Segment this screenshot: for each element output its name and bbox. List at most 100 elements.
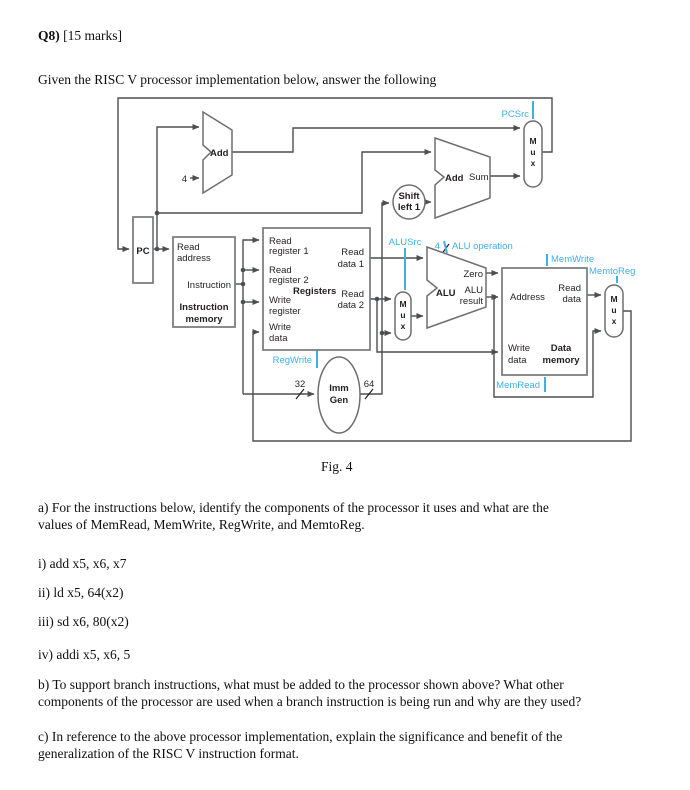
- regs-wreg-line1: Write: [269, 295, 291, 306]
- junction-dot: [491, 294, 497, 300]
- regs-rr2-line2: register 2: [269, 275, 309, 286]
- question-b-line1: b) To support branch instructions, what …: [38, 677, 564, 692]
- junction-dot: [240, 299, 246, 305]
- immgen-line2: Gen: [330, 395, 349, 406]
- dmem-address-label: Address: [510, 292, 545, 303]
- pc-box: [132, 216, 154, 284]
- alu-op-width-label: 4: [435, 241, 440, 252]
- dmem-writedata-line2: data: [508, 355, 527, 366]
- question-c-line2: generalization of the RISC V instruction…: [38, 746, 299, 761]
- imem-read-label: Read: [177, 242, 200, 253]
- junction-dot: [240, 281, 246, 287]
- wire-instruction-column: [242, 237, 260, 394]
- mux-letter: M: [610, 294, 617, 304]
- alusrc-mux-label: M u x: [399, 299, 406, 331]
- const4-label: 4: [182, 174, 187, 185]
- datapath-diagram: PC Read address Instruction Instruction …: [117, 97, 635, 442]
- regs-rd1-line2: data 1: [338, 259, 364, 270]
- regs-wdata-line1: Write: [269, 322, 291, 333]
- dmem-name-line1: Data: [551, 343, 572, 354]
- junction-dot: [154, 246, 160, 252]
- regs-rd2-line2: data 2: [338, 300, 364, 311]
- instruction-memory-box: [172, 236, 236, 328]
- junction-dot: [154, 210, 160, 216]
- memread-signal-label: MemRead: [496, 380, 540, 391]
- regs-rr1-line1: Read: [269, 236, 292, 247]
- instruction-ii: ii) ld x5, 64(x2): [38, 585, 124, 600]
- alusrc-mux: [394, 291, 412, 341]
- control-signal-lines: [316, 101, 618, 392]
- add4-label: Add: [210, 148, 229, 159]
- alu-operation-signal-line: [443, 240, 448, 254]
- shift-left-ellipse: [392, 184, 426, 220]
- mux-letter: M: [529, 136, 536, 146]
- dmem-writedata-line1: Write: [508, 343, 530, 354]
- regs-wdata-line2: data: [269, 333, 288, 344]
- mux-letter: u: [611, 305, 616, 315]
- imem-name-line1: Instruction: [179, 302, 228, 313]
- bus-width-32: 32: [295, 379, 306, 390]
- regs-wreg-line2: register: [269, 306, 301, 317]
- wire-readdata2-to-dmem: [376, 299, 499, 355]
- memtoreg-signal-label: MemtoReg: [589, 266, 635, 277]
- question-title: Q8) [15 marks]: [38, 28, 122, 44]
- dmem-name-line2: memory: [543, 355, 581, 366]
- wires: [117, 97, 632, 442]
- imem-address-label: address: [177, 253, 211, 264]
- shift-left-line2: left 1: [398, 202, 421, 213]
- registers-box: [262, 227, 371, 351]
- bus-slash-64: [364, 388, 374, 400]
- instruction-iv: iv) addi x5, x6, 5: [38, 647, 131, 662]
- alu-result-line1: ALU: [465, 285, 484, 296]
- mux-letter: M: [399, 299, 406, 309]
- pcsrc-mux-label: M u x: [529, 136, 536, 168]
- junction-dot: [374, 296, 380, 302]
- junction-dots: [154, 210, 497, 336]
- wire-pc-writeback-loop: [117, 97, 553, 252]
- pcsrc-mux: [523, 120, 543, 188]
- pcsrc-signal-label: PCSrc: [502, 109, 530, 120]
- question-marks: [15 marks]: [59, 28, 122, 43]
- regs-rd1-line1: Read: [341, 247, 364, 258]
- shift-left-line1: Shift: [398, 191, 420, 202]
- branch-adder: [434, 136, 491, 220]
- mux-letter: u: [530, 147, 535, 157]
- alu-name-label: ALU: [436, 288, 456, 299]
- instruction-i: i) add x5, x6, x7: [38, 556, 127, 571]
- question-b-line2: components of the processor are used whe…: [38, 694, 582, 709]
- pc-label: PC: [136, 246, 149, 257]
- memwrite-signal-label: MemWrite: [551, 254, 594, 265]
- question-a-line1: a) For the instructions below, identify …: [38, 500, 549, 515]
- junction-dot: [240, 267, 246, 273]
- memtoreg-mux: [604, 284, 624, 338]
- question-c-line1: c) In reference to the above processor i…: [38, 729, 563, 744]
- memtoreg-mux-label: M u x: [610, 294, 617, 326]
- alu-shape: [426, 245, 487, 330]
- bus-width-64: 64: [364, 379, 375, 390]
- wire-pc-to-add4: [156, 124, 200, 213]
- regwrite-signal-label: RegWrite: [273, 355, 312, 366]
- mux-letter: u: [400, 310, 405, 320]
- wire-aluresult-to-mux: [493, 297, 602, 398]
- alusrc-signal-label: ALUSrc: [389, 237, 422, 248]
- wire-writeback-loop: [252, 310, 632, 442]
- registers-name-label: Registers: [293, 286, 336, 297]
- bus-slash-32: [295, 388, 305, 400]
- regs-rr2-line1: Read: [269, 265, 292, 276]
- sum-label: Sum: [469, 172, 489, 183]
- data-memory-box: [501, 267, 588, 376]
- immgen-line1: Imm: [329, 383, 349, 394]
- question-number: Q8): [38, 28, 60, 43]
- pc-add4-adder: [202, 110, 233, 195]
- wire-immgen-to-shift: [360, 200, 390, 395]
- junction-dot: [379, 330, 385, 336]
- wire-pc-to-branch-add: [157, 149, 432, 214]
- mux-letter: x: [401, 321, 406, 331]
- question-intro: Given the RISC V processor implementatio…: [38, 72, 437, 87]
- dmem-readdata-line1: Read: [558, 283, 581, 294]
- alu-result-line2: result: [460, 296, 484, 307]
- instruction-iii: iii) sd x6, 80(x2): [38, 614, 129, 629]
- branch-add-label: Add: [445, 173, 464, 184]
- mux-letter: x: [531, 158, 536, 168]
- wire-add4-to-mux: [232, 125, 521, 153]
